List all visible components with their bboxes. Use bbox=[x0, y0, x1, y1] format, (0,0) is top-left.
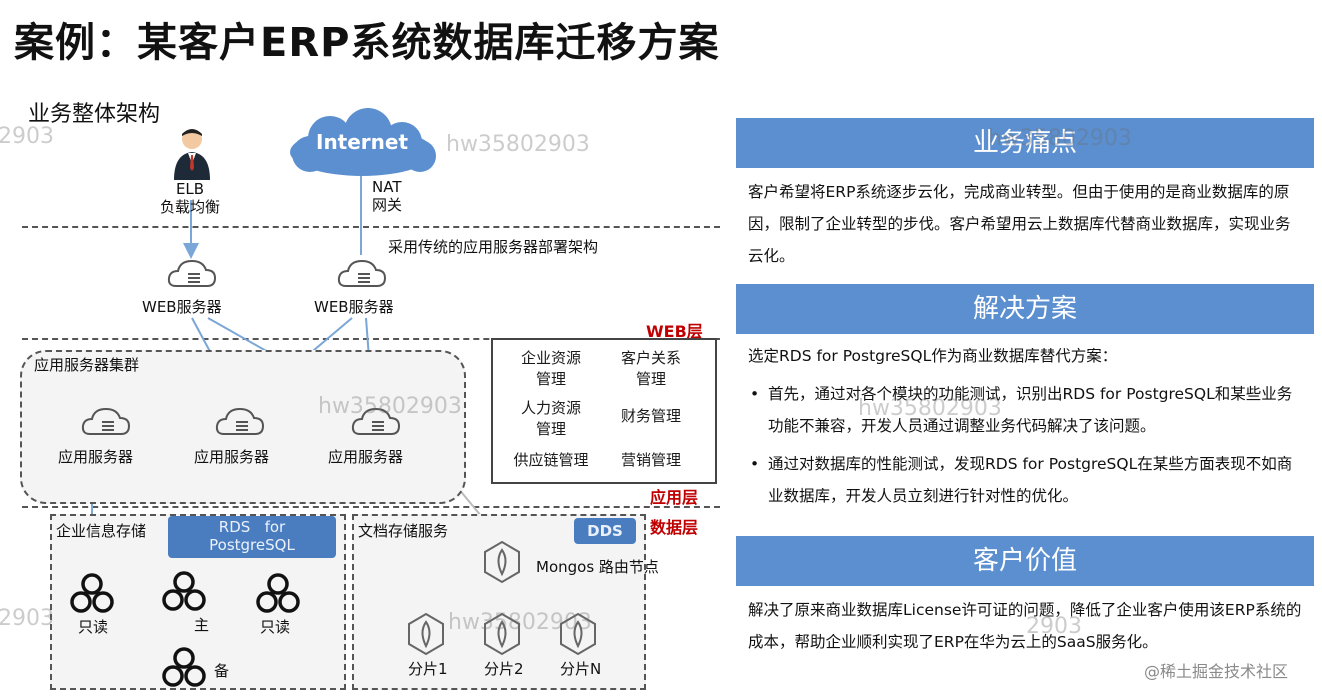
rds-tag-line1: RDS for bbox=[218, 518, 286, 536]
database-node-icon bbox=[162, 647, 206, 687]
cloud-server-icon bbox=[351, 407, 401, 435]
watermark: 2903 bbox=[1026, 614, 1082, 639]
bullet-dot: • bbox=[750, 455, 760, 473]
app-cluster-label: 应用服务器集群 bbox=[34, 356, 140, 374]
module-hr-line1: 人力资源 bbox=[520, 399, 581, 417]
person-icon bbox=[174, 129, 210, 180]
mongodb-node-icon bbox=[560, 612, 596, 656]
module-marketing: 营销管理 bbox=[620, 451, 681, 469]
dds-tag: DDS bbox=[574, 518, 636, 544]
footer-credit: @稀土掘金技术社区 bbox=[1144, 662, 1289, 681]
solution-bullet-1: • 首先，通过对各个模块的功能测试，识别出RDS for PostgreSQL和… bbox=[748, 378, 1304, 442]
mongos-label: Mongos 路由节点 bbox=[536, 558, 659, 576]
nat-label-line2: 网关 bbox=[372, 196, 403, 214]
watermark: 2903 bbox=[0, 606, 54, 631]
web-server-label-2: WEB服务器 bbox=[314, 298, 394, 316]
nat-label-line1: NAT bbox=[372, 178, 402, 196]
elb-label-line1: ELB bbox=[175, 180, 205, 198]
module-supply-chain: 供应链管理 bbox=[513, 451, 589, 469]
master-label: 主 bbox=[194, 616, 210, 634]
watermark: hw35802903 bbox=[448, 610, 592, 635]
page-title: 案例：某客户ERP系统数据库迁移方案 bbox=[14, 20, 720, 66]
readonly-label-2: 只读 bbox=[260, 618, 291, 636]
solution-bullet-2: • 通过对数据库的性能测试，发现RDS for PostgreSQL在某些方面表… bbox=[748, 448, 1304, 512]
cloud-server-icon bbox=[81, 407, 131, 435]
enterprise-storage-label: 企业信息存储 bbox=[56, 522, 147, 540]
app-server-label-1: 应用服务器 bbox=[58, 448, 134, 466]
bullet-dot: • bbox=[750, 385, 760, 403]
shard-2-label: 分片2 bbox=[484, 660, 524, 678]
module-crm-line1: 客户关系 bbox=[620, 349, 681, 367]
rds-postgresql-tag: RDS for PostgreSQL bbox=[168, 516, 336, 558]
module-crm: 客户关系 管理 bbox=[603, 348, 699, 390]
mongodb-node-icon bbox=[484, 612, 520, 656]
watermark: hw35802903 bbox=[988, 126, 1132, 151]
cloud-server-icon bbox=[337, 259, 387, 287]
module-erp: 企业资源 管理 bbox=[503, 348, 599, 390]
divider-app-data bbox=[22, 506, 720, 508]
traditional-arch-note: 采用传统的应用服务器部署架构 bbox=[388, 238, 599, 256]
divider-internet-web bbox=[22, 226, 720, 228]
solution-bullet-2-text: 通过对数据库的性能测试，发现RDS for PostgreSQL在某些方面表现不… bbox=[768, 455, 1293, 505]
solution-intro: 选定RDS for PostgreSQL作为商业数据库替代方案： bbox=[748, 347, 1118, 365]
module-crm-line2: 管理 bbox=[635, 370, 666, 388]
watermark: hw35802903 bbox=[446, 132, 590, 157]
solution-header: 解决方案 bbox=[736, 284, 1314, 334]
app-server-label-2: 应用服务器 bbox=[194, 448, 270, 466]
shard-1-label: 分片1 bbox=[408, 660, 448, 678]
document-storage-label: 文档存储服务 bbox=[358, 522, 449, 540]
pain-points-header: 业务痛点 bbox=[736, 118, 1314, 168]
database-node-icon bbox=[256, 573, 300, 613]
module-hr-line2: 管理 bbox=[535, 420, 566, 438]
module-erp-line2: 管理 bbox=[535, 370, 566, 388]
elb-label: ELB 负载均衡 bbox=[138, 180, 242, 216]
cloud-server-icon bbox=[167, 259, 217, 287]
business-modules-box: 企业资源 管理 客户关系 管理 人力资源 管理 财务管理 供应链管理 营销管理 bbox=[491, 338, 717, 484]
internet-label: Internet bbox=[316, 130, 409, 154]
customer-value-header: 客户价值 bbox=[736, 536, 1314, 586]
module-hr: 人力资源 管理 bbox=[503, 398, 599, 440]
rds-tag-line2: PostgreSQL bbox=[209, 536, 295, 554]
solution-bullet-1-text: 首先，通过对各个模块的功能测试，识别出RDS for PostgreSQL和某些… bbox=[768, 385, 1293, 435]
shard-n-label: 分片N bbox=[560, 660, 602, 678]
pain-points-text: 客户希望将ERP系统逐步云化，完成商业转型。但由于使用的是商业数据库的原因，限制… bbox=[748, 183, 1291, 265]
database-node-icon bbox=[70, 573, 114, 613]
module-finance: 财务管理 bbox=[620, 407, 681, 425]
solution-body: 选定RDS for PostgreSQL作为商业数据库替代方案： • 首先，通过… bbox=[748, 340, 1304, 512]
watermark: hw35802903 bbox=[318, 394, 462, 419]
web-layer-label: WEB层 bbox=[646, 322, 703, 341]
architecture-subtitle: 业务整体架构 bbox=[28, 102, 161, 127]
elb-label-line2: 负载均衡 bbox=[159, 198, 220, 216]
cloud-server-icon bbox=[215, 407, 265, 435]
mongodb-node-icon bbox=[484, 540, 520, 584]
app-server-label-3: 应用服务器 bbox=[328, 448, 404, 466]
customer-value-text: 解决了原来商业数据库License许可证的问题，降低了企业客户使用该ERP系统的… bbox=[748, 601, 1302, 651]
database-node-icon bbox=[162, 571, 206, 611]
nat-label: NAT 网关 bbox=[372, 178, 402, 214]
data-layer-label: 数据层 bbox=[650, 518, 699, 537]
readonly-label-1: 只读 bbox=[78, 618, 109, 636]
internet-cloud-icon bbox=[290, 108, 436, 176]
module-erp-line1: 企业资源 bbox=[520, 349, 581, 367]
divider-web-app bbox=[22, 338, 720, 340]
standby-label: 备 bbox=[214, 662, 230, 680]
mongodb-node-icon bbox=[408, 612, 444, 656]
watermark: 2903 bbox=[0, 124, 54, 149]
watermark: hw35802903 bbox=[858, 396, 1002, 421]
web-server-label-1: WEB服务器 bbox=[142, 298, 222, 316]
app-layer-label: 应用层 bbox=[650, 488, 699, 507]
